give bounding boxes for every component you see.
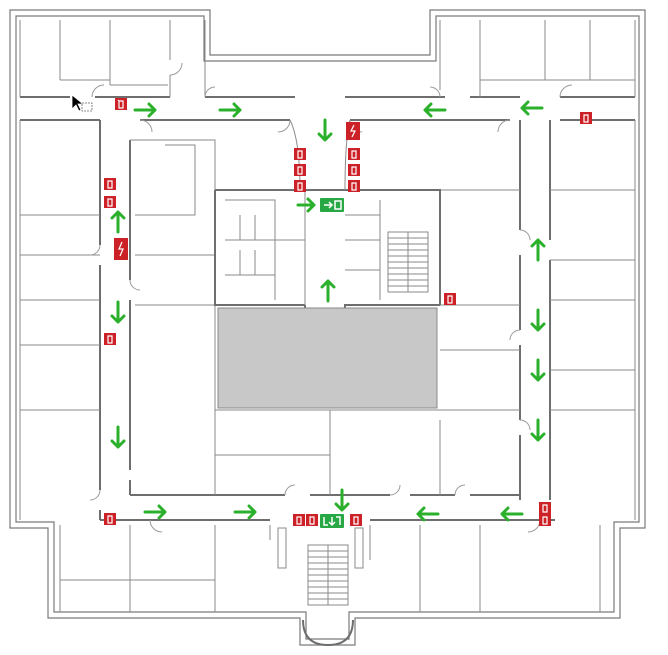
electrical-hazard-icon	[346, 122, 360, 140]
fire-extinguisher-icon	[539, 502, 551, 514]
evacuation-arrow-icon	[530, 238, 546, 262]
evacuation-arrow-icon	[530, 308, 546, 332]
fire-extinguisher-icon	[580, 112, 592, 124]
fire-extinguisher-icon	[348, 164, 360, 176]
evacuation-arrow-icon	[320, 279, 336, 303]
evacuation-arrow-icon	[530, 358, 546, 382]
evacuation-arrow-icon	[133, 102, 157, 118]
evacuation-arrow-icon	[218, 102, 242, 118]
left-side-rooms	[19, 120, 100, 520]
fire-extinguisher-icon	[104, 333, 116, 345]
evacuation-arrow-icon	[233, 504, 257, 520]
evacuation-arrow-icon	[334, 488, 350, 512]
fire-extinguisher-icon	[348, 180, 360, 192]
safety-equipment	[104, 98, 592, 526]
fire-extinguisher-icon	[444, 293, 456, 305]
fire-extinguisher-icon	[306, 514, 318, 526]
fire-extinguisher-icon	[348, 148, 360, 160]
courtyard	[217, 307, 438, 409]
emergency-exit-sign-icon	[320, 198, 344, 212]
evacuation-arrow-icon	[110, 300, 126, 324]
evacuation-arrows	[110, 100, 546, 522]
fire-extinguisher-icon	[350, 514, 362, 526]
evacuation-arrow-icon	[110, 210, 126, 234]
bottom-wing-rooms	[59, 525, 601, 612]
evacuation-arrow-icon	[530, 418, 546, 442]
evacuation-arrow-icon	[416, 506, 440, 522]
evacuation-arrow-icon	[143, 504, 167, 520]
evacuation-arrow-icon	[423, 102, 447, 118]
evacuation-arrow-icon	[317, 118, 333, 142]
electrical-hazard-icon	[114, 238, 128, 260]
fire-extinguisher-icon	[539, 514, 551, 526]
mouse-cursor-icon	[71, 94, 93, 112]
top-right-wing-rooms	[439, 20, 636, 97]
right-side-rooms	[550, 120, 636, 520]
fire-extinguisher-icon	[293, 514, 305, 526]
evacuation-arrow-icon	[110, 425, 126, 449]
top-left-wing-rooms	[19, 20, 206, 97]
building-outline	[9, 9, 646, 646]
fire-extinguisher-icon	[294, 148, 306, 160]
emergency-exit-sign-icon	[320, 514, 344, 528]
door-swings	[89, 62, 573, 533]
core-stairwell	[387, 231, 429, 293]
fire-extinguisher-icon	[104, 513, 116, 525]
fire-extinguisher-icon	[294, 164, 306, 176]
fire-extinguisher-icon	[104, 178, 116, 190]
fire-extinguisher-icon	[294, 180, 306, 192]
bottom-stairwell	[277, 527, 364, 647]
evacuation-arrow-icon	[500, 506, 524, 522]
fire-extinguisher-icon	[115, 98, 127, 110]
fire-extinguisher-icon	[104, 196, 116, 208]
evacuation-arrow-icon	[520, 100, 544, 116]
evacuation-arrow-icon	[296, 197, 316, 213]
